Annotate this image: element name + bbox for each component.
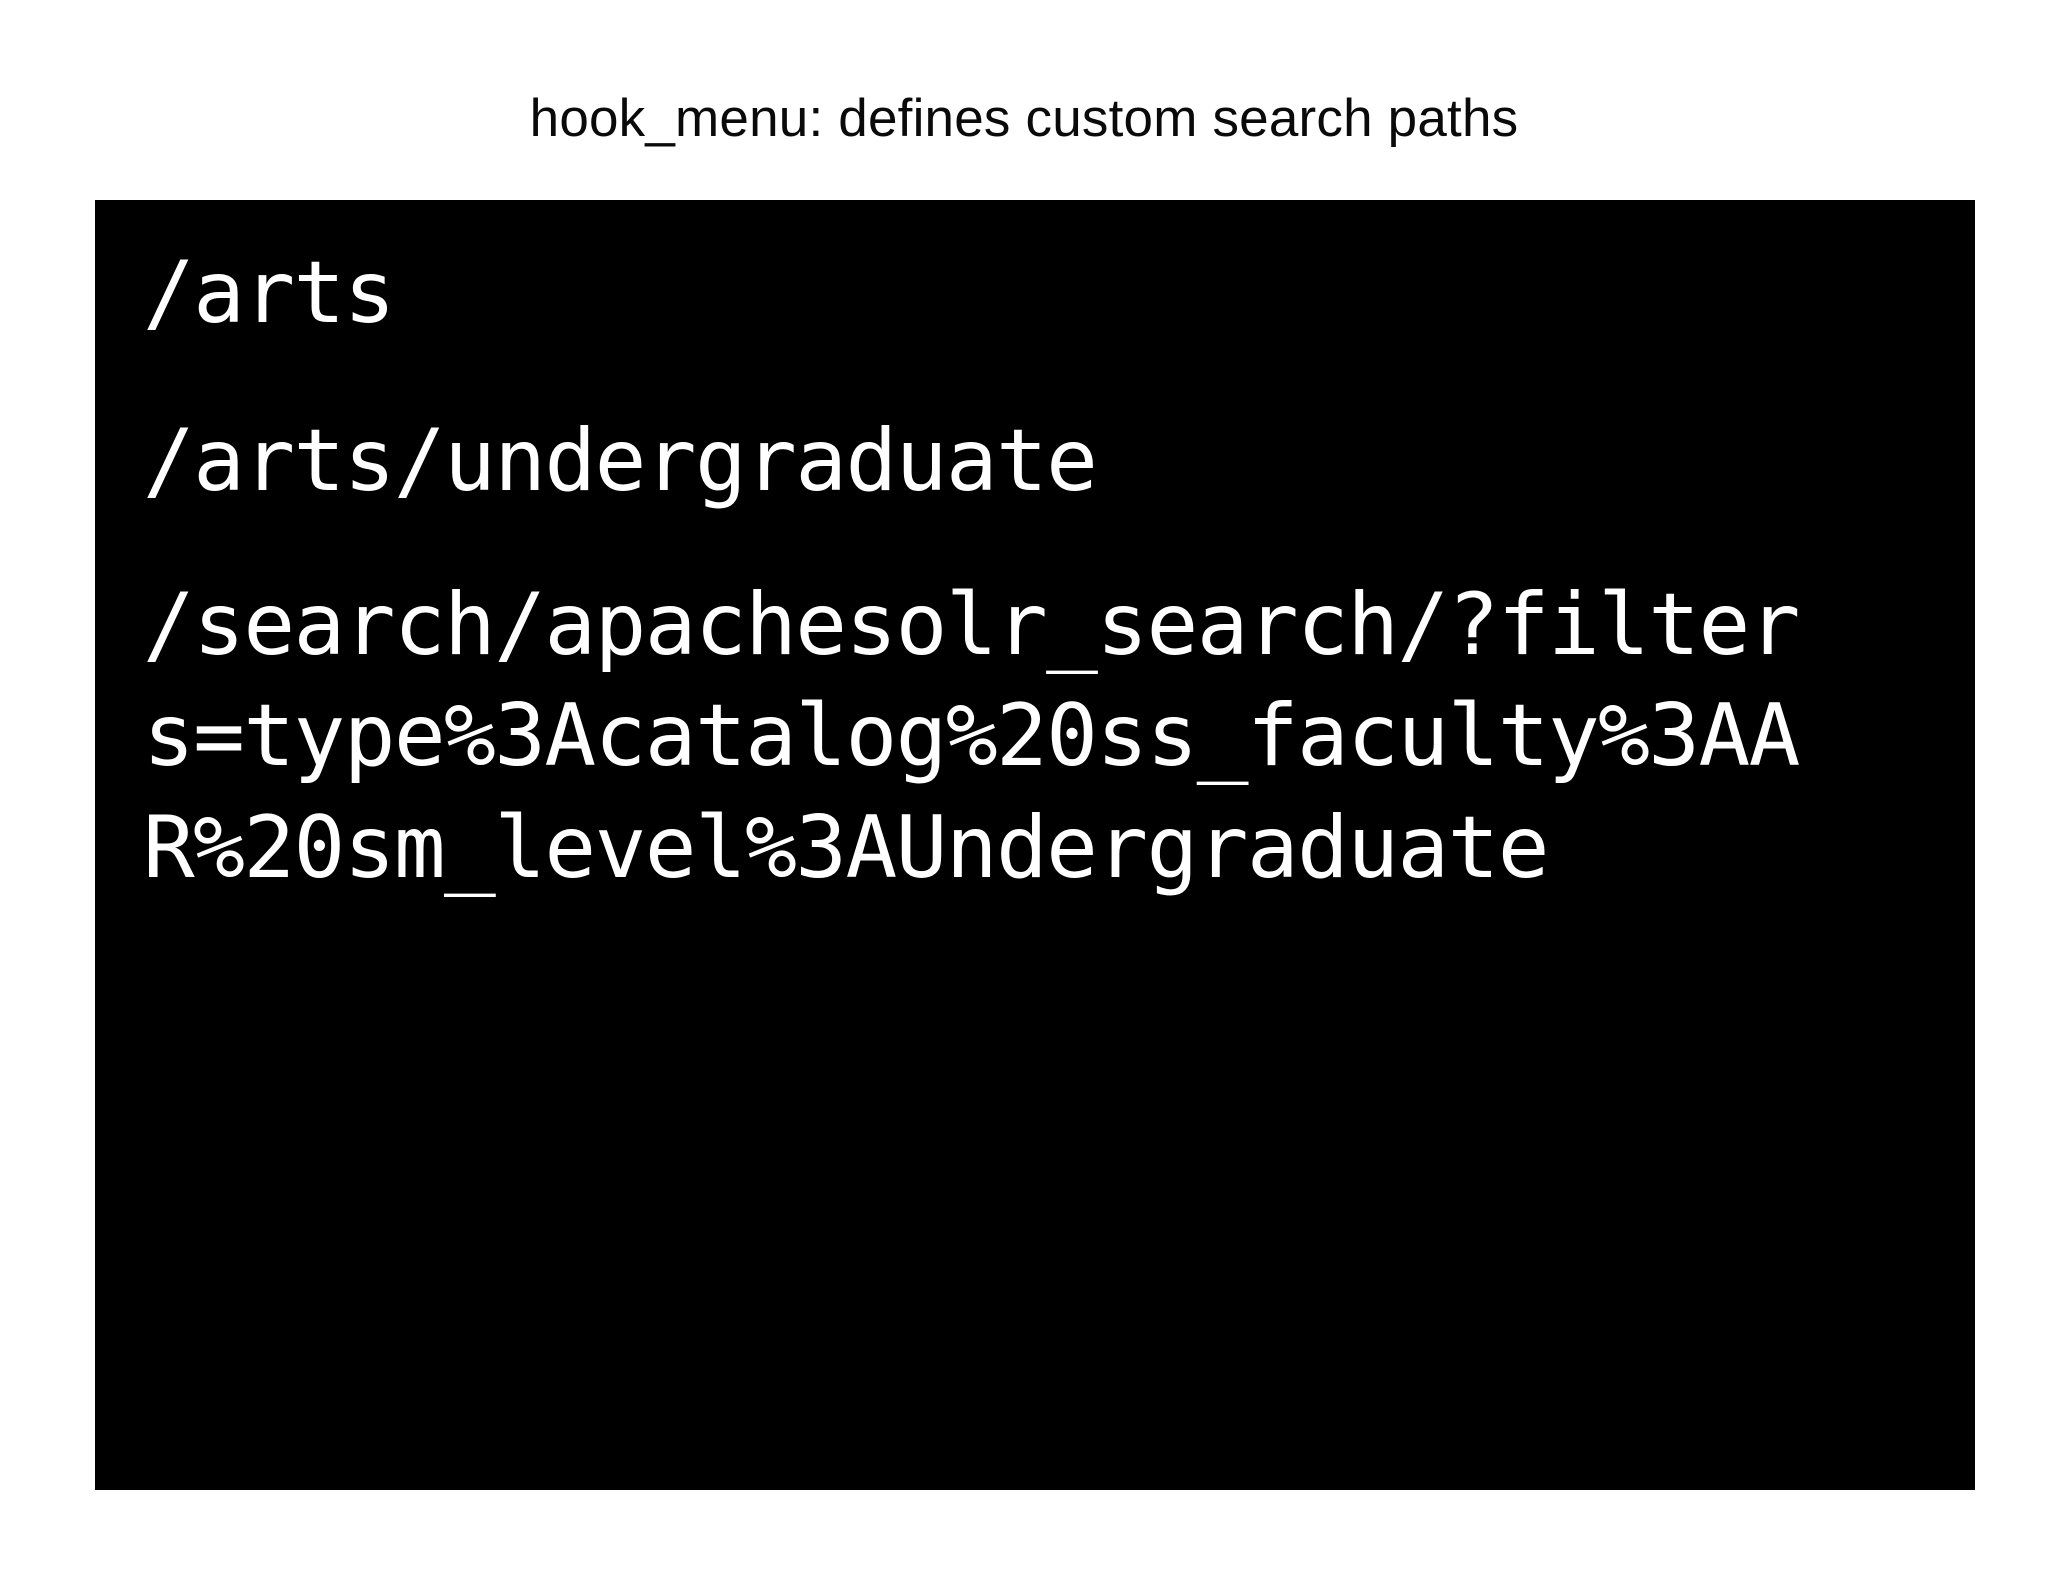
code-line-path-apachesolr-search-query: /search/apachesolr_search/?filters=type%… [143, 574, 1800, 899]
code-block-panel: /arts /arts/undergraduate /search/apache… [95, 200, 1975, 1490]
code-line-path-arts: /arts [143, 243, 395, 343]
page-title: hook_menu: defines custom search paths [529, 89, 1519, 148]
code-spacer-1 [143, 350, 1923, 406]
code-spacer-2 [143, 518, 1923, 570]
code-line-path-arts-undergraduate: /arts/undergraduate [143, 410, 1098, 511]
